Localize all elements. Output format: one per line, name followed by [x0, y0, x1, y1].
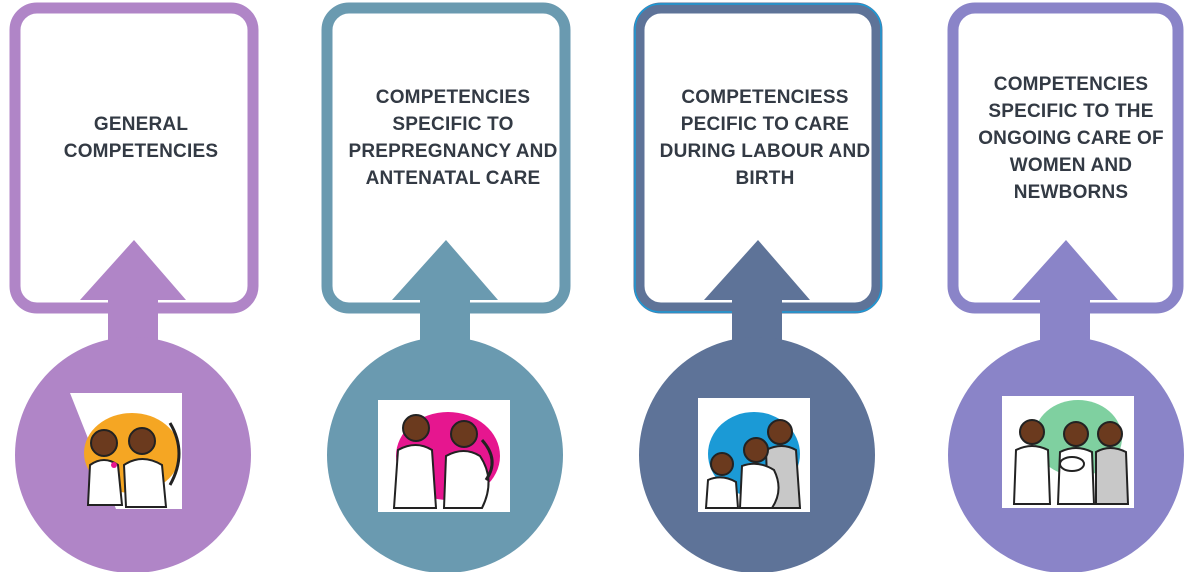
- competency-card-ongoing-care: COMPETENCIES SPECIFIC TO THE ONGOING CAR…: [946, 0, 1191, 572]
- card-title: COMPETENCIES SPECIFIC TO PREPREGNANCY AN…: [348, 87, 558, 189]
- callout-arrow-shape: [633, 2, 883, 572]
- caregiver-and-pregnant-woman-illustration: [378, 400, 510, 512]
- competency-card-prepregnancy-antenatal: COMPETENCIES SPECIFIC TO PREPREGNANCY AN…: [320, 0, 588, 572]
- competency-card-general: GENERAL COMPETENCIES: [8, 0, 276, 572]
- mother-newborn-family-illustration: [1002, 396, 1134, 508]
- callout-arrow-shape: [321, 2, 571, 572]
- caregiver-and-patient-illustration: [70, 393, 182, 509]
- card-title: GENERAL COMPETENCIES: [63, 114, 219, 162]
- labour-support-illustration: [698, 398, 810, 512]
- competency-card-labour-birth: COMPETENCIESS PECIFIC TO CARE DURING LAB…: [632, 0, 900, 572]
- card-title: COMPETENCIES SPECIFIC TO THE ONGOING CAR…: [978, 73, 1164, 203]
- card-title: COMPETENCIESS PECIFIC TO CARE DURING LAB…: [659, 87, 871, 189]
